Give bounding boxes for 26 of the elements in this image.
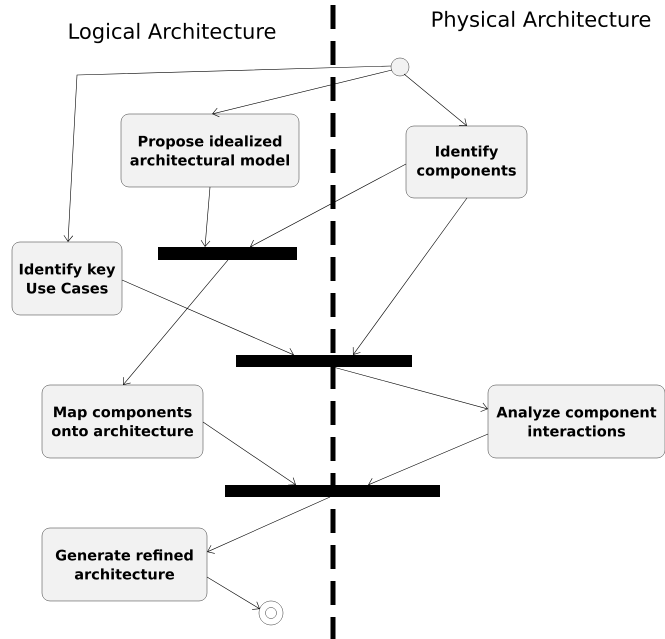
arrow — [352, 198, 468, 355]
start-node — [390, 58, 410, 76]
arrow — [123, 260, 228, 385]
activity-box: Identify key Use Cases — [12, 242, 122, 316]
lane-heading: Logical Architecture — [70, 22, 276, 44]
sync-bar — [158, 247, 297, 260]
arrow — [64, 66, 392, 242]
activity-box: Generate refined architecture — [42, 528, 208, 602]
arrow — [202, 422, 296, 486]
activity-box: Propose idealized architectural model — [120, 114, 300, 188]
arrow — [122, 280, 294, 357]
activity-box: Identify components — [406, 126, 528, 198]
arrow — [250, 164, 406, 248]
arrow — [404, 74, 467, 126]
end-node — [258, 600, 284, 626]
arrow — [207, 496, 330, 554]
lane-heading: Physical Architecture — [432, 10, 650, 32]
sync-bar — [225, 485, 440, 497]
arrow — [332, 366, 488, 412]
arrow — [200, 186, 210, 247]
arrow — [206, 576, 260, 610]
activity-box: Analyze component interactions — [488, 384, 665, 458]
arrow — [368, 434, 488, 487]
sync-bar — [236, 355, 412, 367]
arrow — [212, 70, 392, 118]
activity-box: Map components onto architecture — [42, 384, 204, 458]
